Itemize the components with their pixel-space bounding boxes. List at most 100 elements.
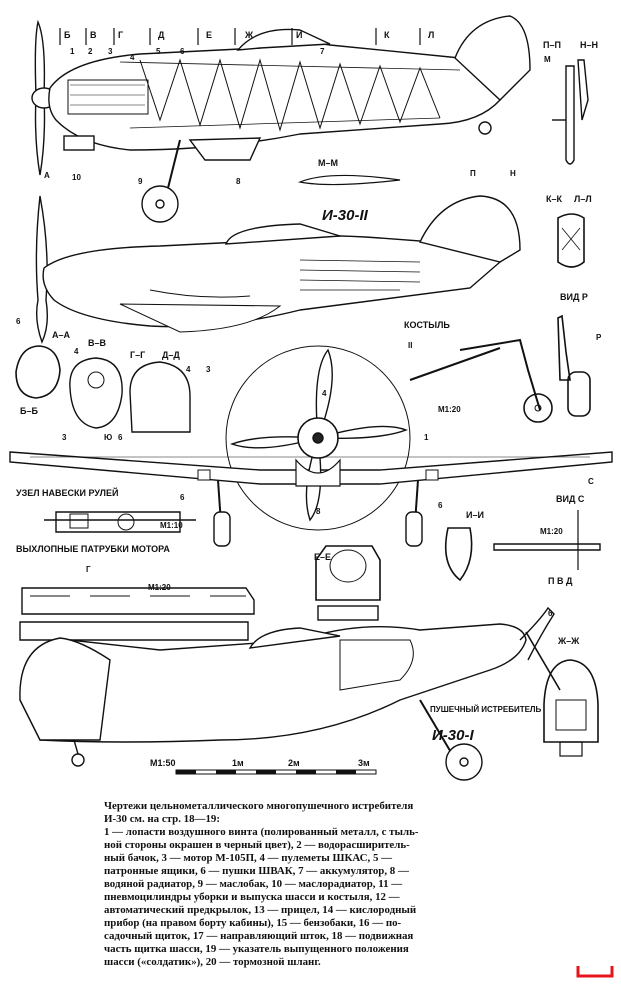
section-letter: Е bbox=[206, 30, 212, 40]
section-ticks bbox=[59, 28, 421, 45]
callout: 6 bbox=[180, 47, 185, 56]
kostyl-p-label: Р bbox=[596, 333, 602, 342]
plane2-title: И-30-II bbox=[322, 207, 369, 224]
callout: 3 bbox=[62, 433, 67, 442]
section-letter: Г bbox=[118, 30, 123, 40]
callout: 7 bbox=[320, 47, 325, 56]
section-letter: Г bbox=[86, 565, 91, 574]
callout: 8 bbox=[236, 177, 241, 186]
section-zhzh: Ж–Ж bbox=[543, 636, 599, 757]
section-vv-label: В–В bbox=[88, 338, 107, 348]
caption-line: патронные ящики, 6 — пушки ШВАК, 7 — акк… bbox=[104, 865, 409, 877]
caption-line: 1 — лопасти воздушного винта (полированн… bbox=[104, 826, 419, 838]
callout: 1 bbox=[70, 47, 75, 56]
pvd-detail: ВИД С М1:20 П В Д bbox=[493, 494, 601, 586]
callout: 4 bbox=[130, 53, 135, 62]
section-letter: М bbox=[544, 55, 551, 64]
front-view bbox=[9, 345, 613, 547]
section-zhzh-label: Ж–Ж bbox=[557, 636, 580, 646]
exhaust-detail: ВЫХЛОПНЫЕ ПАТРУБКИ МОТОРА М1:20 Г bbox=[16, 544, 255, 641]
caption-line: прибор (на правом борту кабины), 15 — бе… bbox=[104, 917, 402, 929]
caption-line: Чертежи цельнометаллического многопушечн… bbox=[104, 800, 414, 812]
section-dd-label: Д–Д bbox=[162, 350, 180, 360]
caption-line: водяной радиатор, 9 — маслобак, 10 — мас… bbox=[104, 878, 403, 890]
section-aa-label: А–А bbox=[52, 330, 71, 340]
front-view-labels: М1:20 4 1 6 8 6 С bbox=[180, 389, 594, 516]
section-bb-label: Б–Б bbox=[20, 406, 38, 416]
callout: 1 bbox=[424, 433, 429, 442]
section-letter: Д bbox=[158, 30, 165, 40]
section-letter: Б bbox=[64, 30, 71, 40]
hinge-title: УЗЕЛ НАВЕСКИ РУЛЕЙ bbox=[16, 487, 118, 498]
callout: 6 bbox=[548, 609, 553, 618]
section-gg-label: Г–Г bbox=[130, 350, 145, 360]
callout: 4 bbox=[322, 389, 327, 398]
plane3-title: И-30-I bbox=[432, 727, 474, 744]
tailwheel-detail: КОСТЫЛЬ II Р bbox=[404, 314, 602, 423]
callout: 9 bbox=[138, 177, 143, 186]
callout-numbers-top: 1 2 3 4 5 6 7 А 10 9 8 П Н М bbox=[44, 47, 551, 186]
section-letter: Ж bbox=[244, 30, 254, 40]
scale-label: 2м bbox=[288, 758, 300, 768]
scale-label: 3м bbox=[358, 758, 370, 768]
caption: Чертежи цельнометаллического многопушечн… bbox=[104, 800, 520, 969]
kostyl-label: КОСТЫЛЬ bbox=[404, 320, 450, 330]
hinge-scale: М1:10 bbox=[160, 521, 183, 530]
section-kk-label: К–К bbox=[546, 194, 562, 204]
callout: 8 bbox=[316, 507, 321, 516]
section-ee-label: Е–Е bbox=[314, 552, 331, 562]
side-view-cutaway bbox=[31, 15, 531, 223]
callout: 4 bbox=[74, 347, 79, 356]
callout: 6 bbox=[180, 493, 185, 502]
side-view-i30-i bbox=[19, 606, 561, 781]
section-letter: Н bbox=[510, 169, 516, 178]
plane3-subtitle: ПУШЕЧНЫЙ ИСТРЕБИТЕЛЬ bbox=[430, 705, 542, 714]
scale-bar: М1:50 1м 2м 3м bbox=[150, 758, 377, 775]
side-view-i30-ii bbox=[35, 195, 521, 344]
callout: 3 bbox=[206, 365, 211, 374]
callout: II bbox=[408, 341, 412, 350]
caption-line: ной стороны окрашен в черный цвет), 2 — … bbox=[104, 839, 410, 851]
callout: 4 bbox=[186, 365, 191, 374]
caption-line: шасси («солдатик»), 20 — тормозной шланг… bbox=[104, 956, 321, 968]
section-letter: П bbox=[470, 169, 476, 178]
caption-line: И-30 см. на стр. 18—19: bbox=[104, 813, 220, 825]
section-ll-label: Л–Л bbox=[574, 194, 592, 204]
section-letter: Л bbox=[428, 30, 434, 40]
caption-line: часть щитка шасси, 19 — указатель выпуще… bbox=[104, 943, 409, 955]
hinge-detail: УЗЕЛ НАВЕСКИ РУЛЕЙ М1:10 bbox=[16, 487, 196, 533]
callout: 3 bbox=[108, 47, 113, 56]
pvd-scale: М1:20 bbox=[540, 527, 563, 536]
section-pp-label: П–П bbox=[543, 40, 561, 50]
caption-line: ный бачок, 3 — мотор М-105П, 4 — пулемет… bbox=[104, 852, 393, 864]
section-letter: И bbox=[296, 30, 302, 40]
corner-mark bbox=[576, 966, 614, 978]
section-mm-label: М–М bbox=[318, 158, 338, 168]
pvd-label: П В Д bbox=[548, 576, 573, 586]
callout: 6 bbox=[118, 433, 123, 442]
section-ii: И–И bbox=[444, 510, 484, 582]
callout: 10 bbox=[72, 173, 81, 182]
section-ii-label: И–И bbox=[466, 510, 484, 520]
scale-label: М1:50 bbox=[150, 758, 176, 768]
section-ee: Е–Е bbox=[314, 545, 381, 621]
scale-label: 1м bbox=[232, 758, 244, 768]
callout: 5 bbox=[156, 47, 161, 56]
exhaust-title: ВЫХЛОПНЫЕ ПАТРУБКИ МОТОРА bbox=[16, 544, 170, 554]
caption-line: пневмоцилиндры уборки и выпуска шасси и … bbox=[104, 891, 400, 903]
vid-r-label: ВИД Р bbox=[560, 292, 588, 302]
section-nn-label: Н–Н bbox=[580, 40, 598, 50]
section-mm: М–М bbox=[297, 158, 401, 186]
arrow-c-label: С bbox=[588, 477, 594, 486]
caption-line: садочный щиток, 17 — направляющий шток, … bbox=[104, 930, 414, 942]
small-sections: А–А Б–Б В–В Г–Г Д–Д 3 Ю 6 3 4 4 bbox=[15, 330, 211, 442]
section-letters-top: Б В Г Д Е Ж И К Л bbox=[64, 30, 434, 40]
section-kk-ll: К–К Л–Л ВИД Р bbox=[546, 194, 592, 302]
section-letter: К bbox=[384, 30, 390, 40]
caption-line: автоматический предкрылок, 13 — прицел, … bbox=[104, 904, 417, 916]
callout: Ю bbox=[104, 433, 112, 442]
callout: 6 bbox=[438, 501, 443, 510]
vid-c-label: ВИД С bbox=[556, 494, 585, 504]
section-letter: А bbox=[44, 171, 50, 180]
